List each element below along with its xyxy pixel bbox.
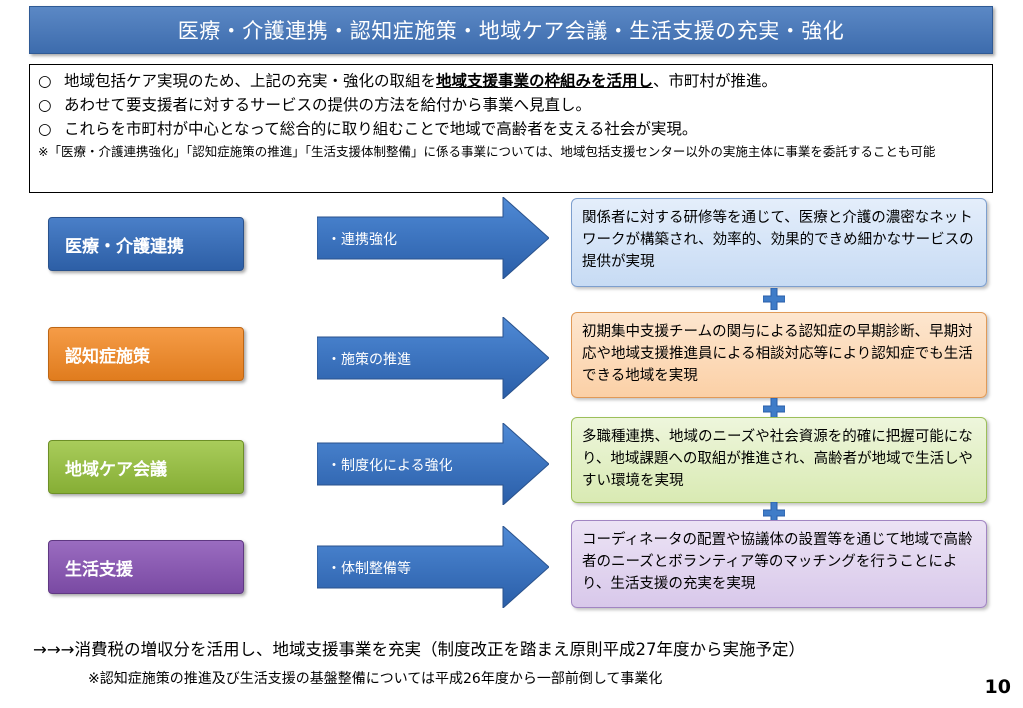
right-arrow-icon [317,423,549,505]
description-box: 関係者に対する研修等を通じて、医療と介護の濃密なネットワークが構築され、効率的、… [571,198,987,287]
slide-title: 医療・介護連携・認知症施策・地域ケア会議・生活支援の充実・強化 [177,19,845,43]
plus-icon [763,288,785,310]
right-arrow-icon [317,197,549,279]
bullet-icon: ○ [38,120,52,138]
category-medical-care: 医療・介護連携 [48,217,244,271]
summary-note: ※「医療・介護連携強化」「認知症施策の推進」「生活支援体制整備」に係る事業につい… [38,144,936,159]
description-box: コーディネータの配置や協議体の設置等を通じて地域で高齢者のニーズとボランティア等… [571,520,987,608]
arrow-label: ・施策の推進 [327,352,411,368]
footer-main-text: →→→消費税の増収分を活用し、地域支援事業を充実（制度改正を踏まえ原則平成27年… [33,640,805,659]
category-label: 生活支援 [65,559,133,580]
summary-box: ○地域包括ケア実現のため、上記の充実・強化の取組を地域支援事業の枠組みを活用し、… [29,64,993,193]
description-box: 多職種連携、地域のニーズや社会資源を的確に把握可能になり、地域課題への取組が推進… [571,417,987,503]
category-label: 認知症施策 [65,346,150,367]
summary-line-2: ○あわせて要支援者に対するサービスの提供の方法を給付から事業へ見直し。 [38,93,984,117]
footer-note: ※認知症施策の推進及び生活支援の基盤整備については平成26年度から一部前倒して事… [88,671,663,687]
arrow-label: ・連携強化 [327,232,397,248]
description-box: 初期集中支援チームの関与による認知症の早期診断、早期対応や地域支援推進員による相… [571,312,987,398]
arrow-label: ・体制整備等 [327,561,411,577]
emphasis-text: 地域支援事業の枠組みを活用し [436,72,654,90]
plus-icon [763,502,785,524]
right-arrow-icon [317,317,549,399]
slide-title-bar: 医療・介護連携・認知症施策・地域ケア会議・生活支援の充実・強化 [29,6,993,54]
right-arrow-icon [317,526,549,608]
category-community-care-meeting: 地域ケア会議 [48,440,244,494]
category-dementia: 認知症施策 [48,327,244,381]
category-life-support: 生活支援 [48,540,244,594]
summary-line-3: ○これらを市町村が中心となって総合的に取り組むことで地域で高齢者を支える社会が実… [38,117,984,141]
category-label: 医療・介護連携 [65,236,184,257]
summary-line-1: ○地域包括ケア実現のため、上記の充実・強化の取組を地域支援事業の枠組みを活用し、… [38,69,984,93]
page-number: 10 [984,676,1011,698]
category-label: 地域ケア会議 [65,459,167,480]
plus-icon [763,398,785,420]
bullet-icon: ○ [38,96,52,114]
arrow-label: ・制度化による強化 [327,458,453,474]
bullet-icon: ○ [38,72,52,90]
